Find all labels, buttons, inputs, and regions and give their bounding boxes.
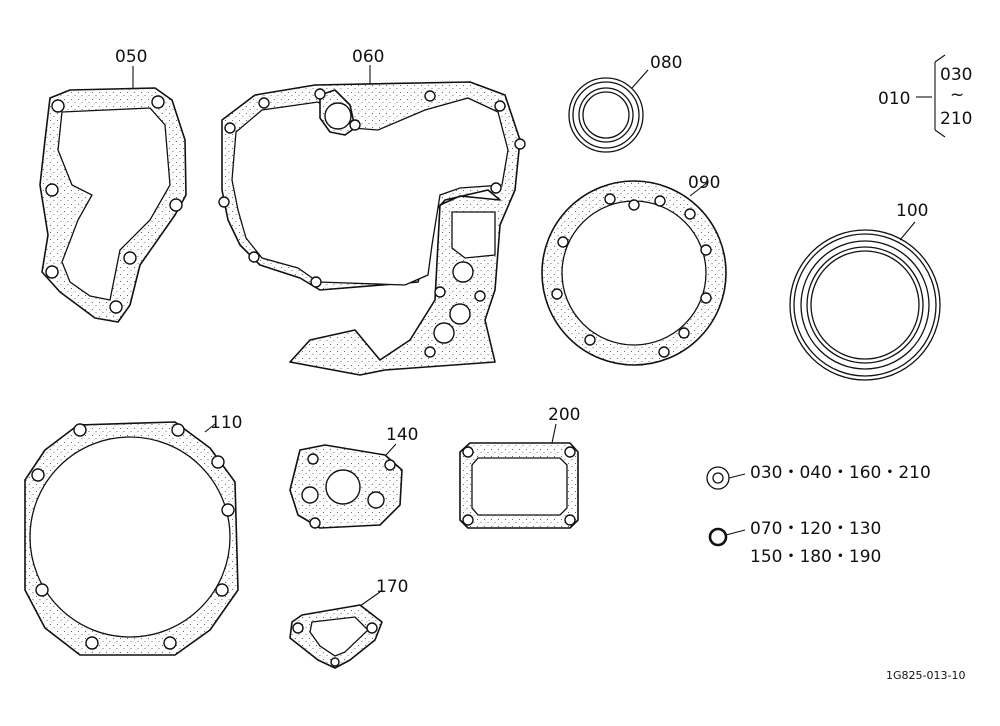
- gasket-140: 140: [289, 425, 418, 529]
- range-ref-label: 010: [878, 89, 910, 109]
- part-label-090: 090: [688, 173, 720, 193]
- legend: 030・040・160・210 070・120・130 150・180・190: [706, 463, 931, 567]
- washer-symbol-icon: [706, 466, 730, 490]
- drawing-code: 1G825-013-10: [886, 669, 965, 682]
- gasket-090: 090: [541, 173, 727, 366]
- oil-seal-080: 080: [568, 53, 682, 153]
- part-label-170: 170: [376, 577, 408, 597]
- range-from-label: 030: [940, 65, 972, 85]
- o-ring-refs-line1: 070・120・130: [750, 519, 881, 539]
- gasket-060: 060: [218, 47, 526, 376]
- part-label-050: 050: [115, 47, 147, 67]
- gasket-200: 200: [459, 405, 580, 529]
- part-label-100: 100: [896, 201, 928, 221]
- washer-refs-text: 030・040・160・210: [750, 463, 931, 483]
- part-label-110: 110: [210, 413, 242, 433]
- range-note-010: 010 030 ~ 210: [878, 54, 972, 138]
- o-ring-symbol-icon: [708, 527, 728, 547]
- gasket-110: 110: [24, 413, 242, 656]
- range-tilde: ~: [950, 85, 964, 105]
- range-to-label: 210: [940, 109, 972, 129]
- oil-seal-100: 100: [789, 201, 941, 381]
- part-label-140: 140: [386, 425, 418, 445]
- gasket-050: 050: [39, 47, 187, 323]
- o-ring-refs-line2: 150・180・190: [750, 547, 881, 567]
- gasket-170: 170: [289, 577, 408, 669]
- part-label-060: 060: [352, 47, 384, 67]
- part-label-080: 080: [650, 53, 682, 73]
- part-label-200: 200: [548, 405, 580, 425]
